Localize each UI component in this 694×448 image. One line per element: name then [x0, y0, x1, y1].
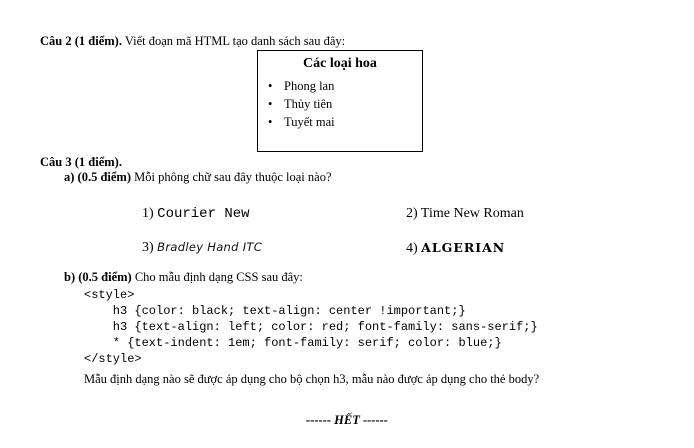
q3a-line: a) (0.5 điểm) Mỗi phông chữ sau đây thuộ… — [64, 170, 332, 185]
q3-label: Câu 3 (1 điểm). — [40, 155, 122, 170]
q3b-question: Mẫu định dạng nào sẽ được áp dụng cho bộ… — [84, 372, 540, 386]
q3a-label: a) — [64, 170, 75, 184]
list-item: Phong lan — [266, 77, 335, 95]
font-item-1-num: 1) — [142, 206, 154, 221]
list-item: Thủy tiên — [266, 95, 335, 113]
flower-list: Phong lan Thủy tiên Tuyết mai — [266, 77, 335, 131]
font-item-2: 2) Time New Roman — [406, 206, 524, 221]
font-item-4-num: 4) — [406, 241, 418, 256]
font-item-3: 3) Bradley Hand ITC — [142, 240, 262, 256]
q3a-text: Mỗi phông chữ sau đây thuộc loại nào? — [131, 170, 332, 184]
flower-list-title: Các loại hoa — [303, 56, 377, 71]
q3b-text: Cho mẫu định dạng CSS sau đây: — [131, 270, 303, 284]
q3b-line: b) (0.5 điểm) Cho mẫu định dạng CSS sau … — [64, 270, 303, 285]
font-item-4: 4) ALGERIAN — [406, 240, 505, 257]
code-line-2: h3 {color: black; text-align: center !im… — [84, 304, 466, 318]
code-line-4: * {text-indent: 1em; font-family: serif;… — [84, 336, 502, 350]
code-line-1: <style> — [84, 288, 135, 302]
font-sample-bradley: Bradley Hand ITC — [157, 240, 263, 254]
font-item-3-num: 3) — [142, 240, 154, 255]
q3b-label: b) — [64, 270, 76, 284]
q2-text: Viết đoạn mã HTML tạo danh sách sau đây: — [121, 34, 346, 48]
code-line-3: h3 {text-align: left; color: red; font-f… — [84, 320, 538, 334]
q2-line: Câu 2 (1 điểm). Viết đoạn mã HTML tạo da… — [40, 34, 345, 49]
code-line-5: </style> — [84, 352, 142, 366]
font-item-1: 1) Courier New — [142, 206, 250, 222]
q2-label: Câu 2 (1 điểm). — [40, 34, 122, 48]
font-sample-courier: Courier New — [157, 206, 250, 222]
q3a-points: (0.5 điểm) — [77, 170, 132, 184]
flower-list-box: Các loại hoa Phong lan Thủy tiên Tuyết m… — [257, 50, 423, 152]
q3-label-text: Câu 3 (1 điểm). — [40, 155, 122, 169]
list-item: Tuyết mai — [266, 113, 335, 131]
footer-end: ------ HẾT ------ — [0, 413, 694, 428]
font-sample-algerian: ALGERIAN — [421, 240, 506, 255]
q3b-points: (0.5 điểm) — [78, 270, 132, 284]
footer-text: ------ HẾT ------ — [306, 413, 388, 427]
